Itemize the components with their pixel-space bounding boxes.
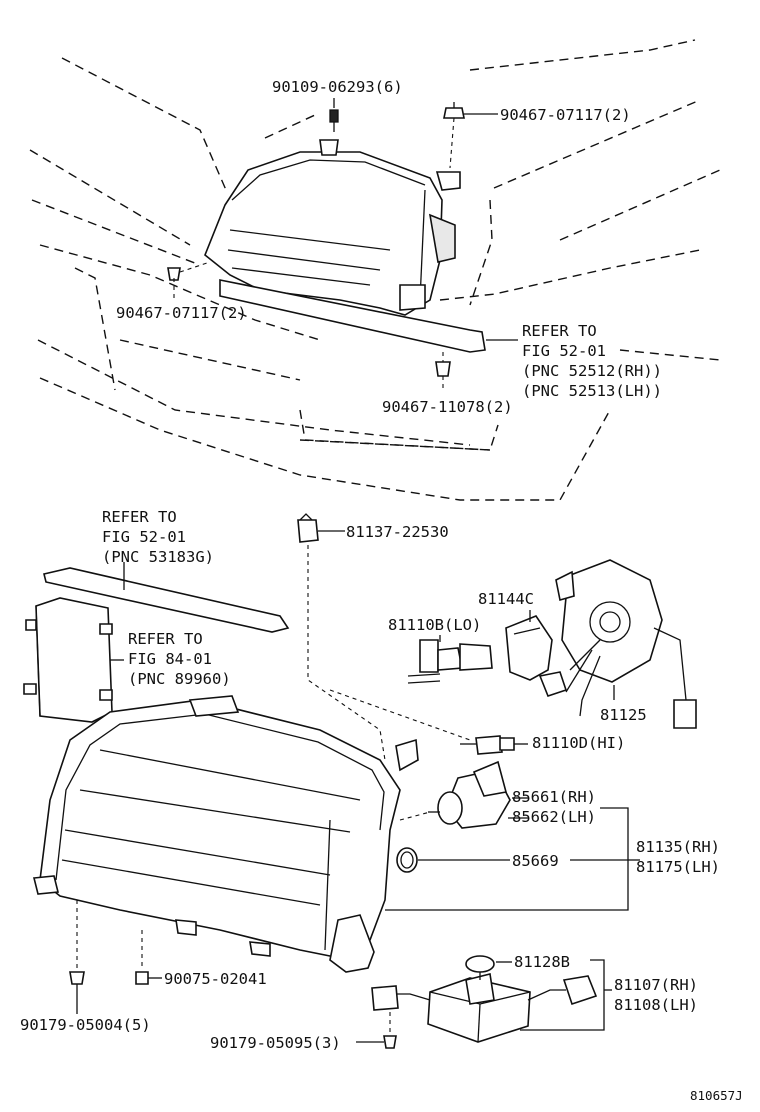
label-81137-22530: 81137-22530 bbox=[346, 523, 449, 541]
vehicle-body-outline bbox=[29, 39, 721, 501]
label-85669: 85669 bbox=[512, 852, 559, 870]
ballast-81107 bbox=[371, 955, 612, 1043]
fastener-90179-05095 bbox=[356, 1012, 397, 1049]
label-81110B: 81110B(LO) bbox=[388, 616, 481, 634]
label-90179-05095: 90179-05095(3) bbox=[210, 1034, 341, 1052]
label-81128B: 81128B bbox=[514, 953, 570, 971]
label-81175: 81175(LH) bbox=[636, 858, 720, 876]
label-90075-02041: 90075-02041 bbox=[164, 970, 267, 988]
label-81135: 81135(RH) bbox=[636, 838, 720, 856]
upper-headlamp-assembly bbox=[204, 139, 486, 353]
socket-81144C bbox=[505, 610, 553, 681]
o-ring-85669 bbox=[396, 847, 510, 873]
group-bracket-81135 bbox=[385, 807, 640, 911]
label-81107: 81107(RH) bbox=[614, 976, 698, 994]
leveling-motor-85661 bbox=[399, 760, 528, 829]
label-90467-11078: 90467-11078(2) bbox=[382, 398, 513, 416]
fastener-90467-11078 bbox=[435, 361, 451, 377]
label-90467-07117-top: 90467-07117(2) bbox=[500, 106, 631, 124]
bulb-81110D-hi bbox=[329, 689, 528, 755]
fastener-90467-07117-top bbox=[443, 102, 465, 119]
refer-note-1-line-2: FIG 52-01 bbox=[522, 342, 606, 360]
refer-note-1-line-4: (PNC 52513(LH)) bbox=[522, 382, 662, 400]
label-90179-05004: 90179-05004(5) bbox=[20, 1016, 151, 1034]
upper-leader-lines bbox=[173, 98, 518, 392]
label-81144C: 81144C bbox=[478, 590, 534, 608]
label-85662: 85662(LH) bbox=[512, 808, 596, 826]
label-90467-07117-left: 90467-07117(2) bbox=[116, 304, 247, 322]
refer-note-2-line-1: REFER TO bbox=[102, 508, 177, 526]
refer-note-2-line-2: FIG 52-01 bbox=[102, 528, 186, 546]
diagram-id-label: 810657J bbox=[690, 1088, 743, 1103]
refer-note-1-line-1: REFER TO bbox=[522, 322, 597, 340]
refer-note-3-line-2: FIG 84-01 bbox=[128, 650, 212, 668]
molding-strip bbox=[43, 562, 290, 633]
clip-81137-22530 bbox=[297, 513, 386, 761]
fastener-90179-05004 bbox=[69, 900, 85, 1014]
label-81108: 81108(LH) bbox=[614, 996, 698, 1014]
refer-note-3-line-1: REFER TO bbox=[128, 630, 203, 648]
refer-note-3-line-3: (PNC 89960) bbox=[128, 670, 231, 688]
label-85661: 85661(RH) bbox=[512, 788, 596, 806]
bulb-81110B-lo bbox=[407, 635, 493, 684]
cover-81125 bbox=[538, 559, 697, 729]
fastener-90075-02041 bbox=[135, 930, 162, 985]
label-81110D: 81110D(HI) bbox=[532, 734, 625, 752]
label-81125: 81125 bbox=[600, 706, 647, 724]
label-90109-06293: 90109-06293(6) bbox=[272, 78, 403, 96]
refer-note-2-line-3: (PNC 53183G) bbox=[102, 548, 214, 566]
fastener-90467-07117-left bbox=[167, 267, 181, 281]
lower-headlamp-assembly bbox=[32, 695, 419, 973]
refer-note-1-line-3: (PNC 52512(RH)) bbox=[522, 362, 662, 380]
fastener-90109-06293 bbox=[329, 109, 339, 132]
computer-module-box bbox=[23, 597, 124, 723]
